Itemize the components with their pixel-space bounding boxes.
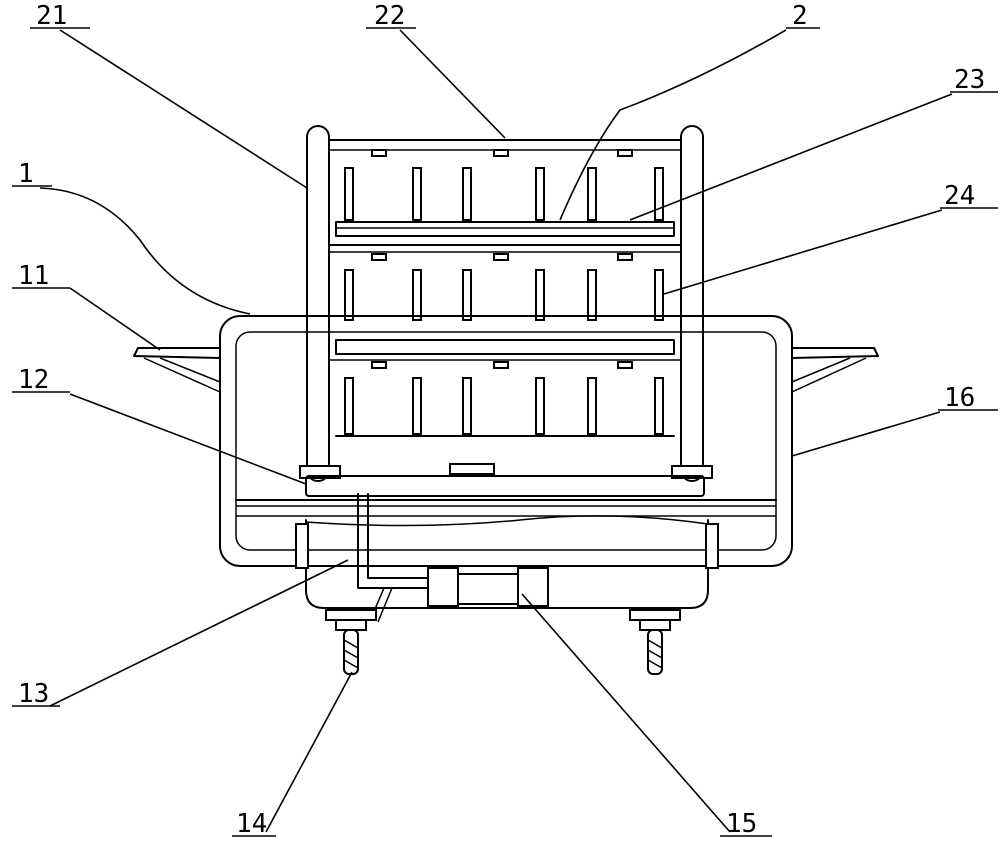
callout-15: 15 bbox=[726, 809, 757, 839]
outer-frame-outer bbox=[219, 315, 793, 567]
callout-23: 23 bbox=[954, 65, 985, 95]
tier-1 bbox=[335, 149, 675, 237]
base-platform bbox=[299, 463, 713, 497]
callout-22: 22 bbox=[374, 1, 405, 31]
left-caster bbox=[325, 609, 377, 675]
callout-2: 2 bbox=[792, 1, 808, 31]
tank bbox=[295, 493, 719, 623]
callout-14: 14 bbox=[236, 809, 267, 839]
outer-frame-inner bbox=[235, 331, 777, 551]
rack-frame bbox=[306, 125, 704, 482]
left-tray bbox=[133, 347, 221, 393]
callout-12: 12 bbox=[18, 365, 49, 395]
left-post bbox=[306, 125, 330, 482]
tier-2-clips bbox=[371, 253, 633, 261]
tier-1-rods bbox=[344, 167, 664, 221]
tier-2-rods bbox=[344, 269, 664, 321]
tier-2 bbox=[328, 244, 682, 355]
leader-lines bbox=[12, 27, 998, 837]
callout-24: 24 bbox=[944, 181, 975, 211]
callout-labels: 21 22 2 23 24 1 11 12 16 13 14 15 bbox=[18, 1, 985, 839]
callout-11: 11 bbox=[18, 261, 49, 291]
tier-3 bbox=[329, 359, 681, 437]
right-caster bbox=[629, 609, 681, 675]
right-clamp bbox=[705, 523, 719, 569]
callout-21: 21 bbox=[36, 1, 67, 31]
tier-3-clips bbox=[371, 361, 633, 369]
tier-3-rods bbox=[344, 377, 664, 435]
callout-16: 16 bbox=[944, 383, 975, 413]
outer-frame bbox=[219, 315, 793, 567]
callout-13: 13 bbox=[18, 679, 49, 709]
right-post bbox=[680, 125, 704, 482]
right-tray bbox=[791, 347, 879, 393]
callout-1: 1 bbox=[18, 159, 34, 189]
left-clamp bbox=[295, 523, 309, 569]
pump bbox=[427, 567, 549, 607]
tier-1-clips bbox=[371, 149, 633, 157]
